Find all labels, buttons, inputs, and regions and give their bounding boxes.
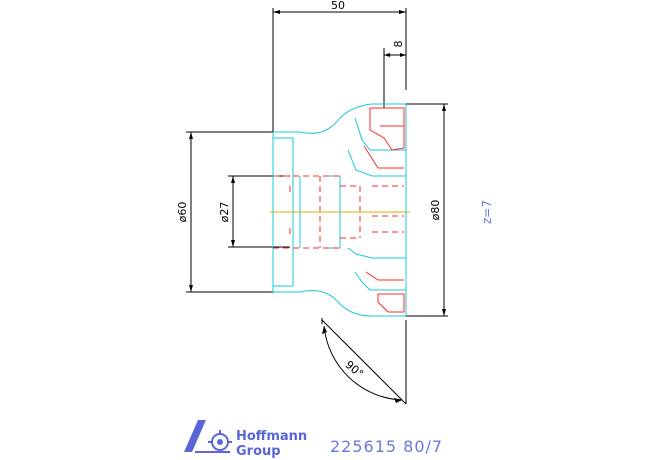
dimension-angle-90: 90° (321, 318, 407, 405)
part-code: 225615 80/7 (330, 437, 443, 456)
dim-label-8: 8 (392, 41, 405, 48)
dimension-width-8: 8 (383, 41, 406, 108)
dimension-diameter-80: ø80 (406, 103, 448, 317)
dim-label-diameter-80: ø80 (429, 200, 442, 221)
dim-label-length: 50 (331, 0, 345, 12)
title-block: Hoffmann Group 225615 80/7 (184, 420, 443, 459)
brand-name-line2: Group (236, 444, 281, 459)
cutter-body-outline (272, 103, 407, 317)
teeth-count-label: z=7 (480, 200, 494, 224)
brand-name-line1: Hoffmann (236, 429, 307, 444)
dim-label-diameter-60: ø60 (176, 202, 189, 223)
hoffmann-logo-icon (184, 420, 232, 453)
dimension-diameter-27: ø27 (218, 175, 290, 248)
dim-label-diameter-27: ø27 (218, 202, 231, 223)
angle-label: 90° (343, 358, 366, 380)
